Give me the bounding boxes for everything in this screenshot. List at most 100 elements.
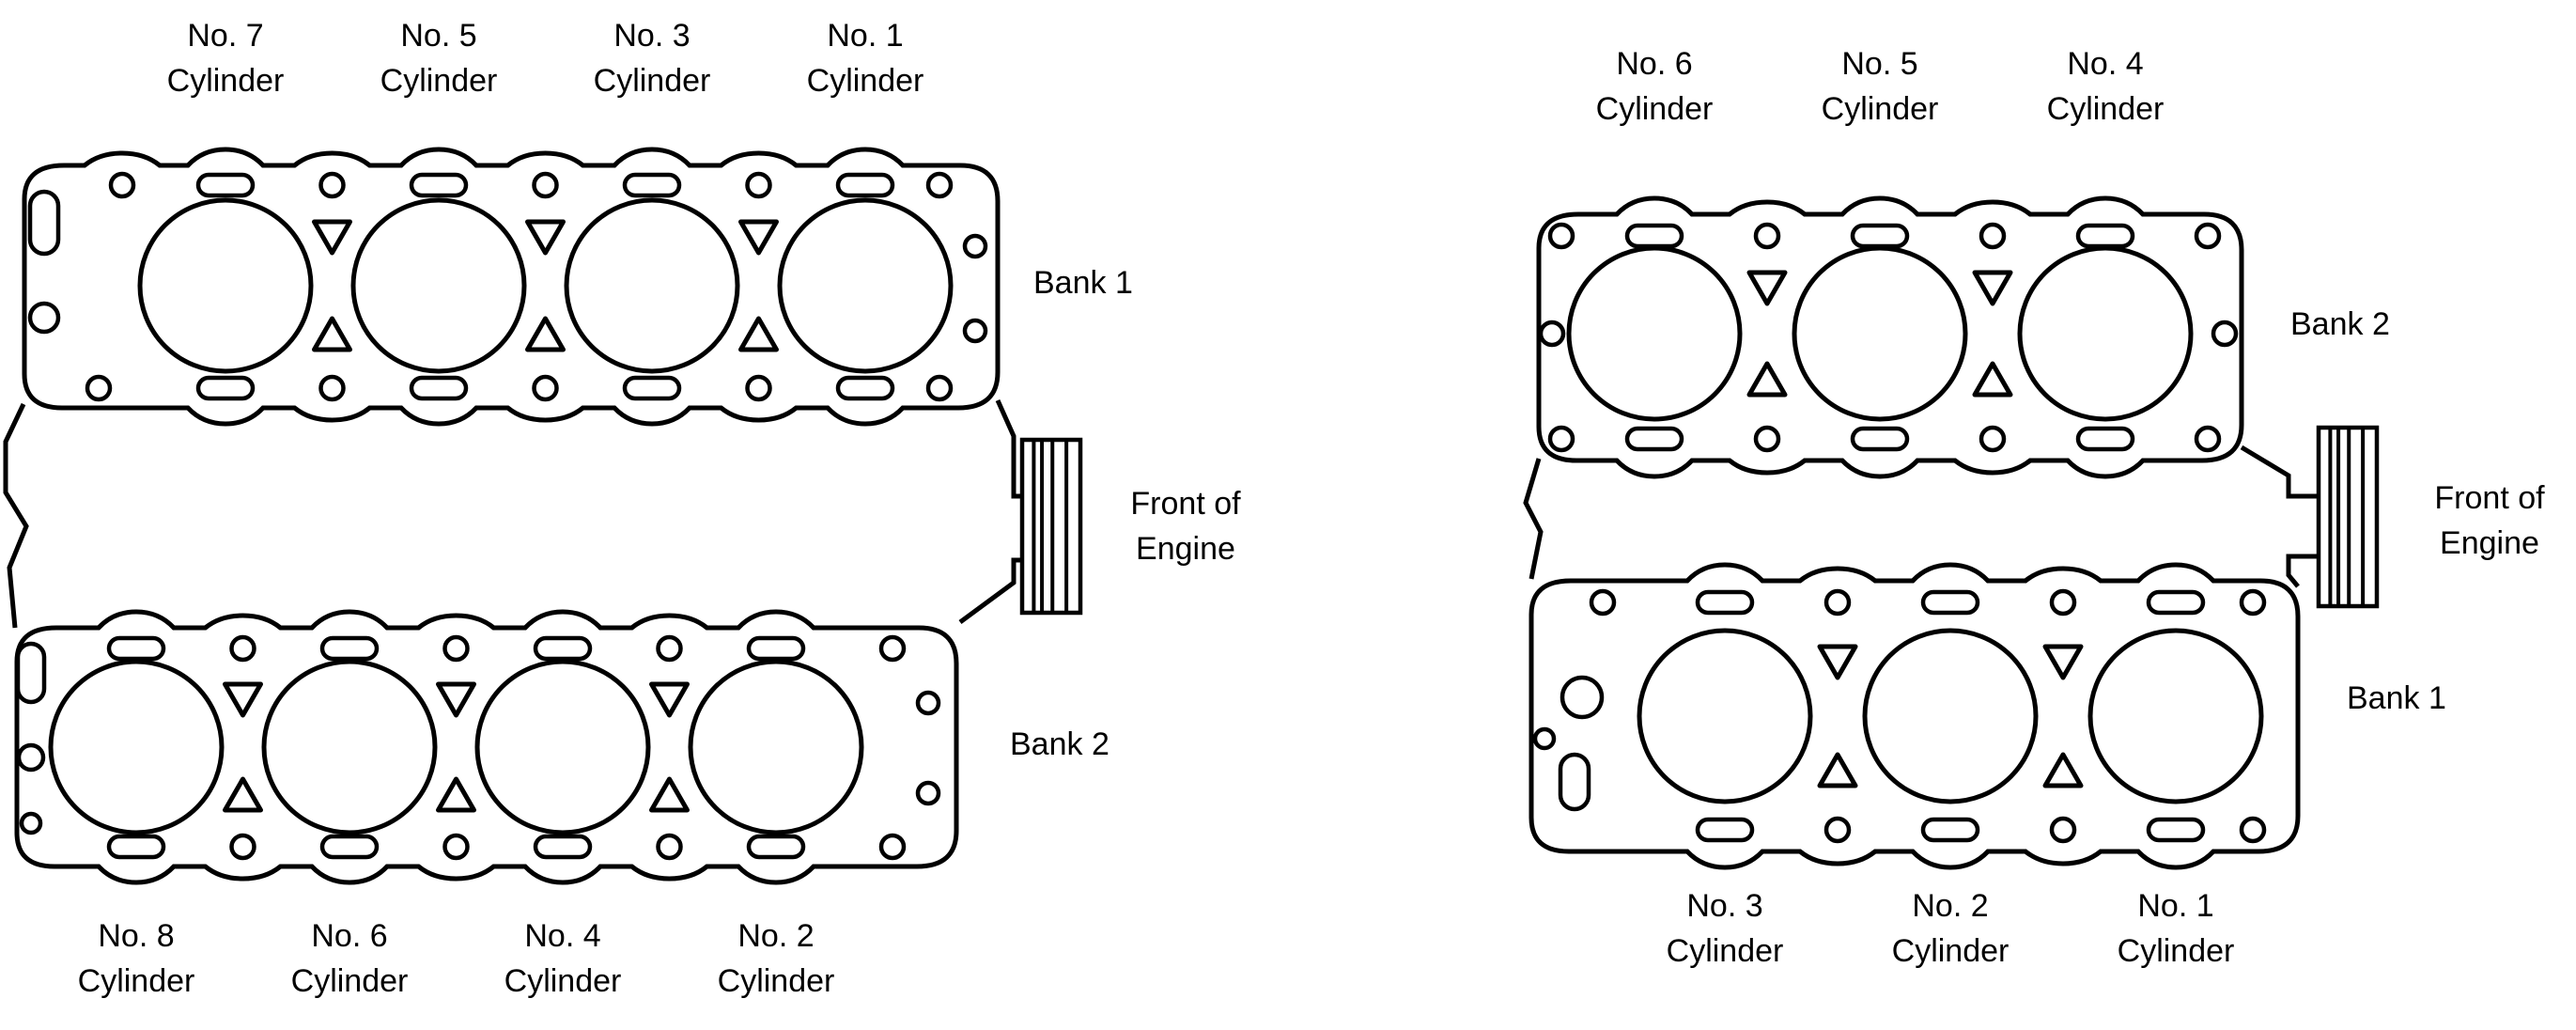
cylinder-bore <box>688 659 864 835</box>
coolant-passage <box>533 635 593 662</box>
coolant-passage <box>27 189 61 257</box>
v8-cylinder-6-label: No. 6 Cylinder <box>291 913 409 1005</box>
coolant-passage <box>106 635 166 662</box>
label-line-2: Cylinder <box>1821 91 1939 128</box>
bolt-hole <box>915 690 941 716</box>
coolant-passage-triangle <box>738 219 779 256</box>
v8-cylinder-2-label: No. 2 Cylinder <box>718 913 835 1005</box>
coolant-passage <box>533 834 593 860</box>
coolant-passage-triangle <box>738 316 779 352</box>
coolant-passage-triangle <box>436 776 476 813</box>
v8-cylinder-8-label: No. 8 Cylinder <box>78 913 195 1005</box>
label-line-1: No. 5 <box>400 18 477 54</box>
bolt-hole <box>1532 726 1557 751</box>
bolt-hole <box>1823 816 1852 844</box>
bolt-hole <box>1560 675 1605 720</box>
label-line-2: Cylinder <box>593 63 711 100</box>
coolant-passage <box>2075 426 2135 452</box>
coolant-passage <box>409 172 469 198</box>
bolt-hole <box>2239 816 2267 844</box>
bolt-hole <box>925 374 954 402</box>
bolt-hole <box>229 634 256 663</box>
label-line-1: No. 8 <box>98 918 175 954</box>
label-line-2: Cylinder <box>380 63 498 100</box>
cylinder-bore <box>564 197 740 374</box>
bolt-hole <box>1538 320 1566 348</box>
coolant-passage <box>1920 589 1980 616</box>
label-line-1: Front of <box>1130 486 1241 522</box>
coolant-passage-triangle <box>1817 644 1858 680</box>
coolant-passage <box>1624 223 1684 249</box>
v6-cylinder-2-label: No. 2 Cylinder <box>1892 883 2010 975</box>
label-line-1: Front of <box>2434 480 2545 516</box>
bolt-hole <box>1547 425 1575 453</box>
gasket-connector-line <box>2240 445 2319 499</box>
bolt-hole <box>318 171 346 199</box>
v8-cylinder-4-label: No. 4 Cylinder <box>504 913 622 1005</box>
v8-cylinder-7-label: No. 7 Cylinder <box>167 13 285 104</box>
bolt-hole <box>962 318 988 344</box>
coolant-passage-triangle <box>1972 361 2013 398</box>
cylinder-bore <box>2017 245 2194 422</box>
v6-bank1-label: Bank 1 <box>2347 680 2446 716</box>
label-line-2: Engine <box>2440 525 2539 562</box>
bolt-hole <box>2211 320 2239 348</box>
cylinder-bore <box>1792 245 1968 422</box>
v6-bank2-label: Bank 2 <box>2290 306 2390 342</box>
bolt-hole <box>2194 222 2222 250</box>
label-line-2: Cylinder <box>1666 933 1784 970</box>
coolant-passage <box>2075 223 2135 249</box>
bolt-hole <box>85 374 113 402</box>
coolant-passage-triangle <box>312 219 352 256</box>
label-line-2: Cylinder <box>166 63 285 100</box>
label-line-1: No. 3 <box>613 18 691 54</box>
coolant-passage <box>2146 817 2206 843</box>
bolt-hole <box>878 833 907 861</box>
v6-cylinder-6-label: No. 6 Cylinder <box>1596 41 1714 133</box>
label-line-1: No. 4 <box>2067 46 2144 82</box>
v6-cylinder-3-label: No. 3 Cylinder <box>1667 883 1784 975</box>
cylinder-bore <box>350 197 527 374</box>
bolt-hole <box>1823 588 1852 616</box>
gasket-connector-line <box>958 557 1022 625</box>
coolant-passage <box>622 172 682 198</box>
coolant-passage <box>835 375 895 401</box>
coolant-passage-triangle <box>223 776 263 813</box>
coolant-passage-triangle <box>1746 270 1788 306</box>
gasket-connector-line <box>1523 458 1544 580</box>
gasket-connector-line <box>3 402 29 629</box>
bolt-hole <box>745 171 772 199</box>
bolt-hole <box>1979 425 2007 453</box>
label-line-2: Cylinder <box>290 963 409 1000</box>
coolant-passage <box>1850 223 1910 249</box>
v8-front-of-engine-label: Front of Engine <box>1130 481 1240 572</box>
cylinder-bore <box>2087 628 2264 804</box>
cylinder-bore <box>474 659 651 835</box>
label-line-1: No. 5 <box>1841 46 1918 82</box>
bolt-hole <box>229 833 256 861</box>
label-line-1: No. 6 <box>311 918 388 954</box>
bolt-hole <box>1547 222 1575 250</box>
bolt-hole <box>915 780 941 806</box>
label-line-2: Cylinder <box>77 963 195 1000</box>
bolt-hole <box>656 634 683 663</box>
bolt-hole <box>2049 588 2077 616</box>
coolant-passage <box>15 641 47 705</box>
bolt-hole <box>16 742 46 772</box>
coolant-passage <box>319 834 380 860</box>
v6-cylinder-1-label: No. 1 Cylinder <box>2118 883 2235 975</box>
cylinder-bore <box>1637 628 1813 804</box>
coolant-passage <box>409 375 469 401</box>
v8-cylinder-5-label: No. 5 Cylinder <box>380 13 498 104</box>
coolant-passage <box>195 375 256 401</box>
label-line-1: No. 1 <box>827 18 904 54</box>
label-line-2: Cylinder <box>717 963 835 1000</box>
coolant-passage-triangle <box>1817 752 1858 788</box>
coolant-passage-triangle <box>2042 644 2084 680</box>
coolant-passage <box>1850 426 1910 452</box>
coolant-passage <box>1695 817 1755 843</box>
v8-cylinder-3-label: No. 3 Cylinder <box>594 13 711 104</box>
bolt-hole <box>108 171 136 199</box>
bolt-hole <box>2239 588 2267 616</box>
